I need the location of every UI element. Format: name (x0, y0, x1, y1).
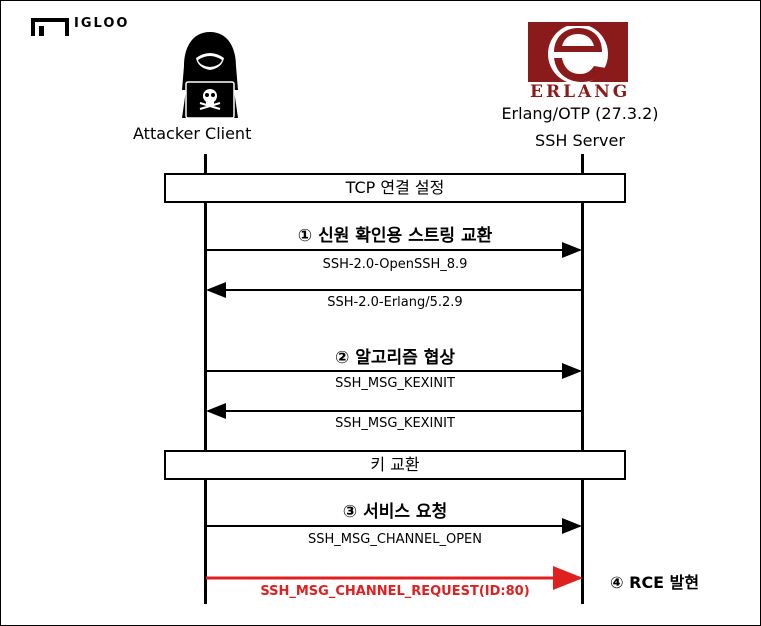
step-1-title: ① 신원 확인용 스트링 교환 (297, 226, 493, 246)
step-2-title: ② 알고리즘 협상 (334, 348, 456, 368)
message-m3: SSH_MSG_KEXINIT (335, 376, 455, 391)
step-4-title: ④ RCE 발현 (610, 573, 700, 592)
igloo-logo-icon (31, 18, 69, 36)
server-label-line1: Erlang/OTP (27.3.2) (501, 104, 659, 123)
message-m5: SSH_MSG_CHANNEL_OPEN (308, 532, 482, 547)
phase-key-exchange: 키 교환 (164, 450, 626, 480)
step-3-title: ③ 서비스 요청 (342, 502, 448, 522)
server-lifeline (581, 154, 584, 604)
client-label: Attacker Client (133, 124, 252, 143)
message-m2: SSH-2.0-Erlang/5.2.9 (327, 295, 463, 310)
message-m1: SSH-2.0-OpenSSH_8.9 (322, 257, 468, 272)
erlang-logo-icon (528, 22, 628, 82)
erlang-wordmark: ERLANG (530, 82, 631, 102)
message-m6: SSH_MSG_CHANNEL_REQUEST(ID:80) (260, 584, 530, 599)
brand-name: IGLOO (74, 16, 130, 31)
hacker-icon (182, 32, 238, 119)
server-label-line2: SSH Server (535, 131, 625, 150)
phase-tcp-connection: TCP 연결 설정 (164, 173, 626, 203)
client-lifeline (204, 154, 207, 604)
message-m4: SSH_MSG_KEXINIT (335, 416, 455, 431)
